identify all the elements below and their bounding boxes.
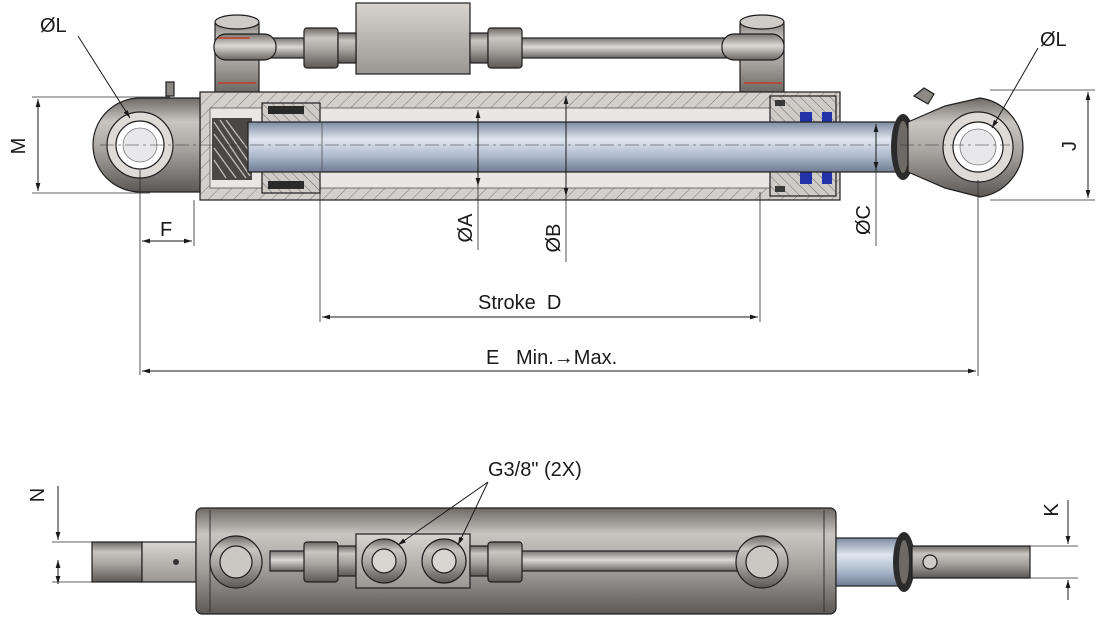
bottom-dimensions: G3/8" (2X) N K <box>27 459 1078 600</box>
label-phi-c: ØC <box>853 205 875 235</box>
label-phi-l-left: ØL <box>40 15 67 37</box>
front-eye-right <box>891 87 1024 198</box>
label-k: K <box>1041 503 1063 517</box>
piston-rod <box>247 121 899 173</box>
bottom-view <box>91 507 1031 615</box>
label-stroke-d: Stroke D <box>478 292 561 314</box>
label-n: N <box>27 488 49 502</box>
label-j: J <box>1059 141 1081 151</box>
top-view <box>92 2 1024 201</box>
label-f: F <box>160 219 172 241</box>
label-phi-l-right: ØL <box>1040 29 1067 51</box>
rear-eye-left <box>92 81 201 193</box>
label-port-g38: G3/8" (2X) <box>488 459 582 481</box>
label-e-min-max: E Min.→Max. <box>486 347 617 369</box>
top-dimensions: ØL ØL M J F ØA ØB ØC Stro <box>8 15 1095 376</box>
top-pipe-assembly <box>213 2 785 101</box>
label-phi-a: ØA <box>455 213 477 243</box>
label-m: M <box>8 138 30 155</box>
label-phi-b: ØB <box>543 224 565 253</box>
